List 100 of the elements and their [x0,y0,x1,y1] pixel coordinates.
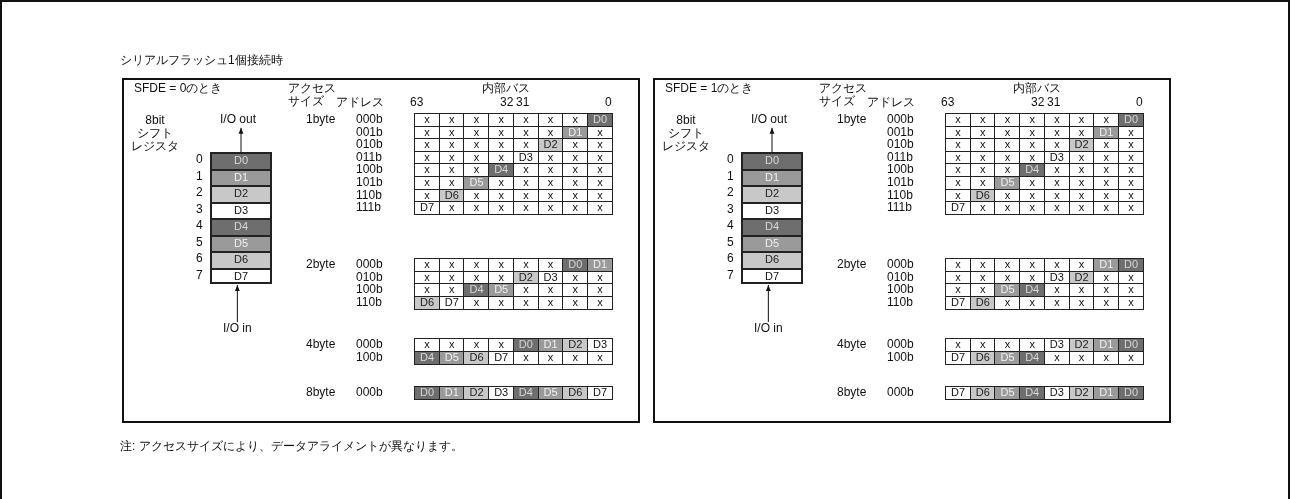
bus-cell: x [562,163,589,178]
register-cell: D0 [210,152,272,171]
bus-cell: D0 [586,113,614,128]
panel [122,78,640,423]
bus-cell: D4 [1019,283,1046,298]
row-number: 0 [727,153,734,167]
address-label: 101b [887,176,914,190]
diagram-title: シリアルフラッシュ1個接続時 [120,54,283,68]
size-label: 1byte [306,113,336,127]
bus-cell: x [414,163,441,178]
size-label: 1byte [837,113,867,127]
address-label: 011b [356,150,382,164]
bus-cell: x [488,201,515,216]
bus-cell: x [463,113,490,128]
bus-cell: x [945,163,972,178]
address-label: 000b [887,386,914,400]
bus-cell: D4 [1019,163,1046,178]
address-label: 010b [887,138,914,152]
address-label: 001b [887,125,914,139]
size-label: 8byte [306,386,336,400]
bus-cell: D4 [1019,386,1046,401]
bus-cell: D5 [994,386,1021,401]
register-label: 8bitシフトレジスタ [661,114,711,153]
bus-cell: x [488,113,515,128]
bus-cell: x [945,258,972,273]
register-cell: D0 [741,152,803,171]
panel-title: SFDE = 1のとき [665,82,754,96]
bit-number: 31 [1047,96,1061,110]
bus-cell: D7 [945,386,972,401]
bus-cell: x [1093,283,1120,298]
bus-cell: D7 [586,386,614,401]
row-number: 1 [196,169,203,184]
bus-cell: D0 [512,338,539,353]
address-label: 100b [356,283,383,297]
address-label: 000b [356,386,383,400]
register-cell: D6 [741,251,803,270]
address-label: 010b [887,270,914,284]
bus-cell: D4 [488,163,515,178]
bus-cell: x [562,201,589,216]
bus-cell: D1 [537,338,564,353]
bus-cell: x [586,163,614,178]
bus-cell: x [994,113,1021,128]
bus-cell: x [438,201,465,216]
bus-cell: x [1019,338,1046,353]
bus-cell: D1 [1093,386,1120,401]
row-number: 7 [727,268,734,283]
address-label: 110b [356,188,382,202]
bus-cell: x [512,201,539,216]
bus-cell: D3 [488,386,515,401]
address-label: 101b [356,176,383,190]
bus-cell: x [488,338,515,353]
address-label: 000b [356,258,383,272]
bus-cell: D2 [537,138,564,153]
address-label: 000b [356,113,383,127]
bus-cell: x [1093,113,1120,128]
bus-cell: x [994,338,1021,353]
arrow [769,127,775,153]
bit-number: 0 [1136,96,1143,110]
size-label: 4byte [306,338,336,352]
address-label: 010b [356,270,383,284]
bus-cell: x [1093,138,1120,153]
register-cell: D4 [210,218,272,237]
bus-cell: x [1117,163,1145,178]
address-label: 000b [887,338,914,352]
bus-cell: x [1043,201,1070,216]
bus-cell: D2 [1068,338,1095,353]
address-label: 111b [887,201,912,215]
bus-cell: x [1019,138,1046,153]
bus-cell: x [586,283,614,298]
bus-cell: D2 [463,386,490,401]
bus-cell: D0 [1117,113,1145,128]
port-label: I/O in [223,322,252,336]
row-number: 2 [727,186,734,200]
address-label: 110b [356,295,382,310]
bus-cell: x [463,163,490,178]
bus-cell: x [562,138,589,153]
row-number: 6 [196,252,203,266]
row-number: 5 [196,235,203,250]
bus-cell: D5 [488,283,515,298]
bus-cell: x [945,138,972,153]
bus-cell: x [994,138,1021,153]
port-label: I/O out [751,113,788,127]
bus-cell: x [414,283,441,298]
register-cell: D2 [741,185,803,204]
port-label: I/O in [754,322,783,336]
row-number: 0 [196,153,203,167]
bus-cell: D7 [414,201,441,216]
bus-cell: D0 [1117,258,1145,273]
bus-cell: x [945,338,972,353]
bus-cell: D5 [994,176,1021,191]
bus-cell: D6 [562,386,589,401]
size-label: 8byte [837,386,867,400]
bus-cell: D3 [586,338,614,353]
bus-cell: x [586,201,614,216]
port-label: I/O out [220,113,257,127]
bus-cell: D7 [945,201,972,216]
bus-cell: x [1019,201,1046,216]
row-number: 2 [196,186,203,200]
bus-cell: D0 [1117,338,1145,353]
bus-cell: D4 [463,283,490,298]
